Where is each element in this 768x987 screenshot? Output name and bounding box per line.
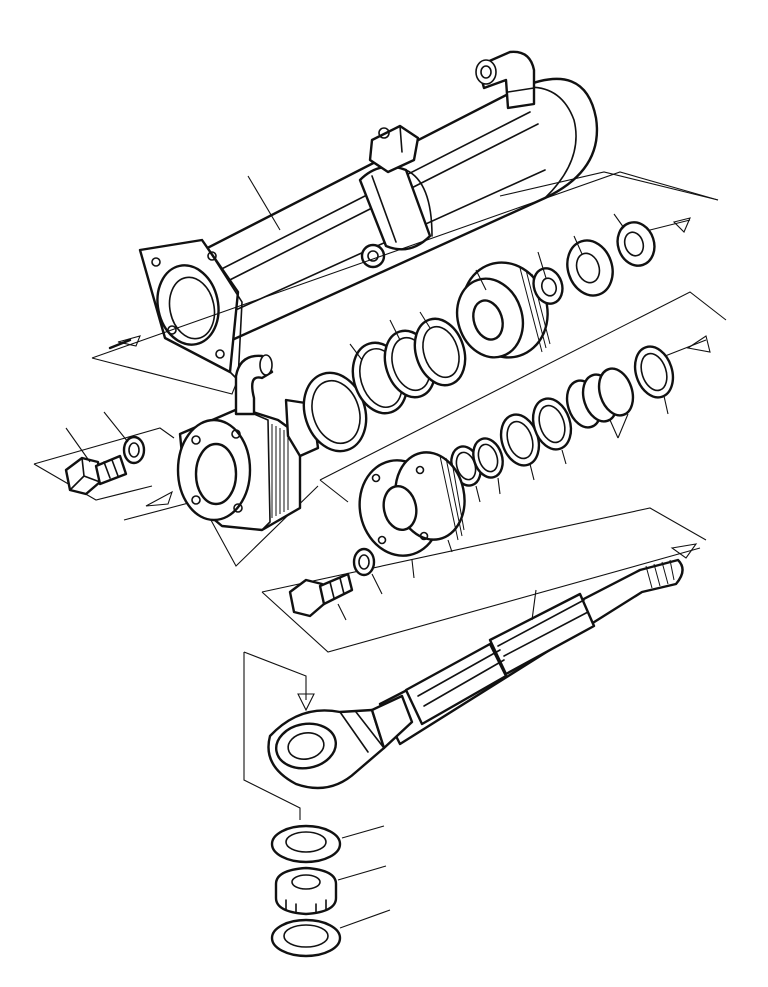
piston-rod bbox=[378, 558, 684, 746]
rod-leader bbox=[531, 589, 537, 621]
flange-lock-washer bbox=[352, 547, 376, 577]
elbow-fitting bbox=[475, 50, 536, 110]
bottom-leaders bbox=[337, 825, 391, 929]
piston-seal-rings bbox=[302, 317, 467, 453]
thrust-washer bbox=[270, 824, 342, 864]
barrel-leader bbox=[247, 175, 281, 231]
rod-eye bbox=[267, 694, 414, 790]
mounting-clamp bbox=[368, 124, 420, 174]
cylinder-barrel bbox=[138, 50, 599, 381]
gland-head bbox=[176, 354, 320, 532]
piston-leaders bbox=[349, 213, 625, 361]
spacer-ring bbox=[566, 239, 614, 297]
bearing-nut bbox=[274, 866, 338, 916]
flange-bolt bbox=[288, 572, 354, 618]
piston bbox=[455, 261, 551, 359]
piston-nut bbox=[532, 267, 564, 305]
assembly-brackets bbox=[33, 171, 727, 820]
rod-seal-rings bbox=[450, 345, 675, 487]
rod-seal-leaders bbox=[475, 395, 669, 503]
flange-bolt-leaders bbox=[337, 573, 383, 621]
flat-washer bbox=[270, 918, 342, 958]
lock-washer bbox=[122, 435, 146, 465]
top-nut bbox=[616, 221, 656, 267]
bolt-leaders bbox=[65, 411, 129, 463]
flange-leaders bbox=[411, 539, 453, 579]
hex-bolt bbox=[64, 454, 128, 496]
flange-cap bbox=[358, 451, 466, 557]
